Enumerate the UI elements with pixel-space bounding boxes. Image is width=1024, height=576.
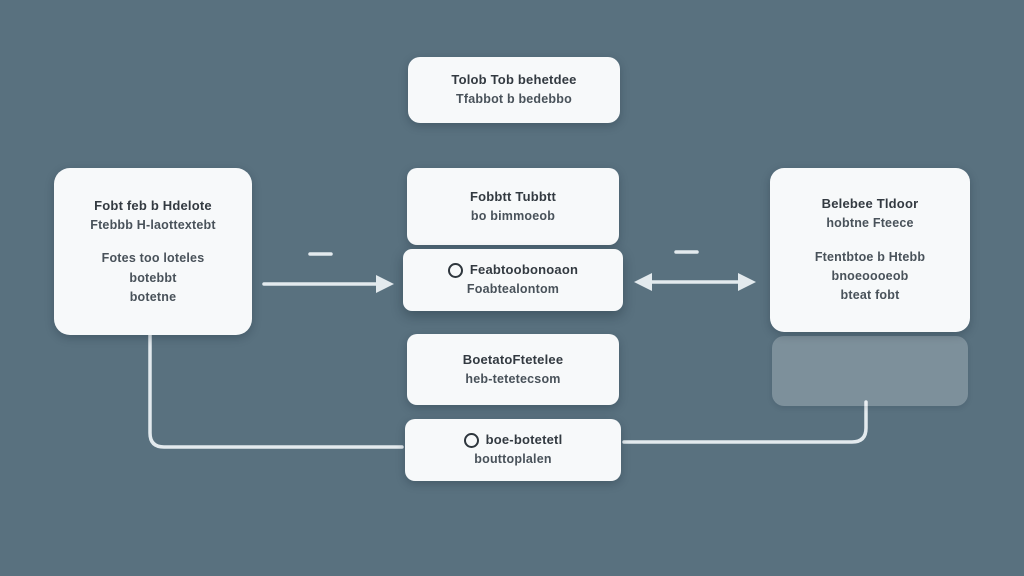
center-top-line-1: Fobbtt Tubbtt — [469, 188, 557, 204]
right-box-line-3: Ftentbtoe b Htebb — [814, 249, 926, 264]
center-box-middle: Feabtoobonoaon Foabtealontom — [403, 249, 623, 311]
center-box-bottom: BoetatoFtetelee heb-tetetecsom — [407, 334, 619, 405]
left-box-line-1: Fobt feb b Hdelote — [94, 197, 212, 213]
right-box-line-2: hobtne Fteece — [826, 216, 914, 231]
arrow-center-right-right-head — [738, 273, 756, 291]
left-box-line-4: botebbt — [129, 270, 177, 285]
top-note-box: Tolob Tob behetdee Tfabbot b bedebbo — [408, 57, 620, 123]
center-bottom-line-2: heb-tetetecsom — [465, 371, 561, 386]
right-box-line-4: bnoeoooeob — [831, 269, 909, 284]
bottom-box-line-1: boe-botetetl — [485, 432, 563, 448]
right-process-box: Belebee Tldoor hobtne Fteece Ftentbtoe b… — [770, 168, 970, 332]
bottom-box-line-2: bouttoplalen — [474, 452, 552, 467]
circle-icon — [463, 432, 479, 448]
top-note-line-1: Tolob Tob behetdee — [451, 72, 577, 88]
center-bottom-line-1: BoetatoFtetelee — [462, 351, 564, 367]
left-box-line-3: Fotes too loteles — [101, 251, 205, 266]
connector-left-to-bottom — [148, 331, 404, 449]
center-middle-line-1: Feabtoobonoaon — [469, 262, 579, 278]
left-box-line-5: botetne — [129, 289, 177, 304]
arrow-center-right-left-head — [634, 273, 652, 291]
right-ghost-box — [772, 336, 968, 406]
connector-right-to-bottom — [622, 400, 868, 444]
right-box-line-1: Belebee Tldoor — [821, 196, 919, 212]
center-box-top: Fobbtt Tubbtt bo bimmoeob — [407, 168, 619, 245]
bottom-process-box: boe-botetetl bouttoplalen — [405, 419, 621, 481]
center-top-line-2: bo bimmoeob — [470, 208, 556, 223]
arrow-left-to-center-head — [376, 275, 394, 293]
center-middle-line-2: Foabtealontom — [466, 282, 560, 297]
center-middle-line-1-row: Feabtoobonoaon — [447, 260, 579, 280]
right-box-line-5: bteat fobt — [840, 288, 900, 303]
left-process-box: Fobt feb b Hdelote Ftebbb H-laottextebt … — [54, 168, 252, 335]
top-note-line-2: Tfabbot b bedebbo — [456, 92, 572, 107]
bottom-box-line-1-row: boe-botetetl — [463, 430, 563, 450]
left-box-line-2: Ftebbb H-laottextebt — [90, 217, 216, 232]
circle-icon — [447, 262, 463, 278]
